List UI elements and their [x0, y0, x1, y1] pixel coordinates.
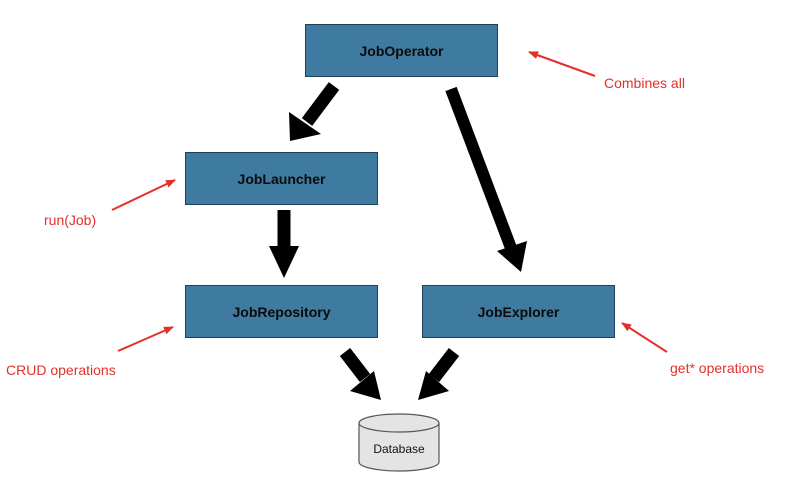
arrow-operator-to-launcher — [289, 82, 340, 141]
database-label: Database — [373, 442, 425, 456]
annotation-get-operations: get* operations — [670, 360, 765, 376]
annotation-arrow-get — [621, 322, 668, 353]
arrow-launcher-to-repository — [269, 210, 299, 278]
arrow-explorer-to-database — [418, 348, 460, 400]
annotation-run-job: run(Job) — [44, 212, 97, 228]
job-operator-node: JobOperator — [305, 24, 498, 77]
job-repository-node: JobRepository — [185, 285, 378, 338]
annotation-arrow-run-job — [111, 179, 176, 211]
annotation-crud-operations: CRUD operations — [6, 362, 116, 378]
arrow-operator-to-explorer — [445, 86, 527, 272]
job-launcher-node: JobLauncher — [185, 152, 378, 205]
arrow-repository-to-database — [339, 348, 381, 400]
job-explorer-node: JobExplorer — [422, 285, 615, 338]
annotation-arrow-combines-all — [528, 51, 596, 77]
annotation-combines-all: Combines all — [604, 75, 685, 91]
database-cylinder-icon — [358, 413, 440, 472]
annotation-arrow-crud — [117, 326, 174, 352]
